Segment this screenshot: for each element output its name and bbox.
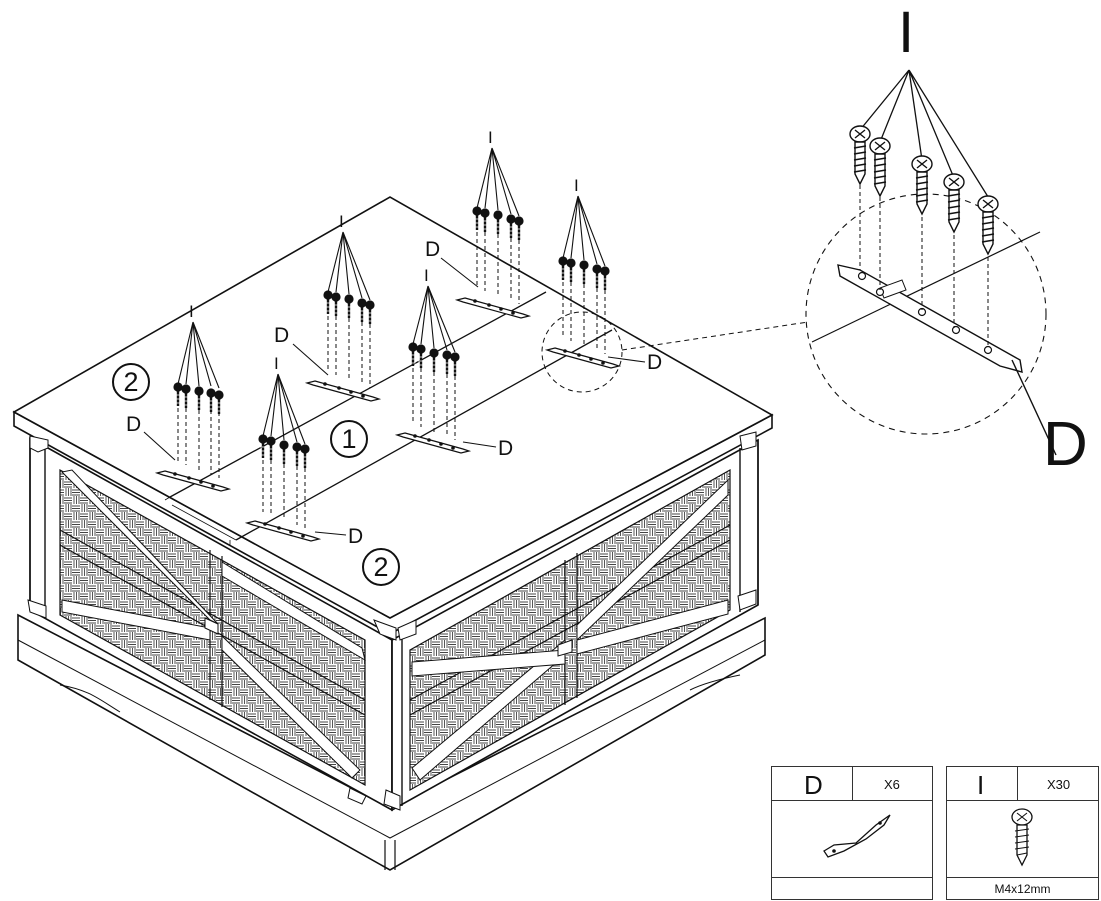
bracket-label: D — [647, 351, 663, 374]
parts-box-bracket: D X6 — [771, 766, 933, 900]
screw-label: I — [574, 176, 579, 195]
screw-icon — [1011, 808, 1033, 867]
screw-label: I — [274, 354, 279, 373]
part-quantity: X30 — [1047, 777, 1071, 792]
screw-label: I — [339, 212, 344, 231]
part-spec: M4x12mm — [994, 882, 1051, 896]
bracket-label: D — [348, 525, 364, 548]
screw-label: I — [424, 266, 429, 285]
screw-label: I — [189, 302, 194, 321]
bracket-label: D — [498, 437, 514, 460]
bracket-label: D — [126, 413, 142, 436]
screw-label: I — [488, 128, 493, 147]
step-two-marker: 2 — [112, 363, 150, 401]
step-two-marker: 2 — [362, 548, 400, 586]
part-quantity: X6 — [884, 777, 900, 792]
bracket-label: D — [425, 238, 441, 261]
bracket-icon — [823, 814, 891, 858]
part-letter: D — [804, 770, 823, 800]
step-one-marker: 1 — [330, 420, 368, 458]
detail-bracket-label: D — [1043, 410, 1088, 479]
detail-screw-label: I — [898, 0, 915, 65]
parts-box-screw: I X30 M4x12mm — [946, 766, 1099, 900]
part-letter: I — [977, 770, 985, 800]
bracket-label: D — [274, 324, 290, 347]
